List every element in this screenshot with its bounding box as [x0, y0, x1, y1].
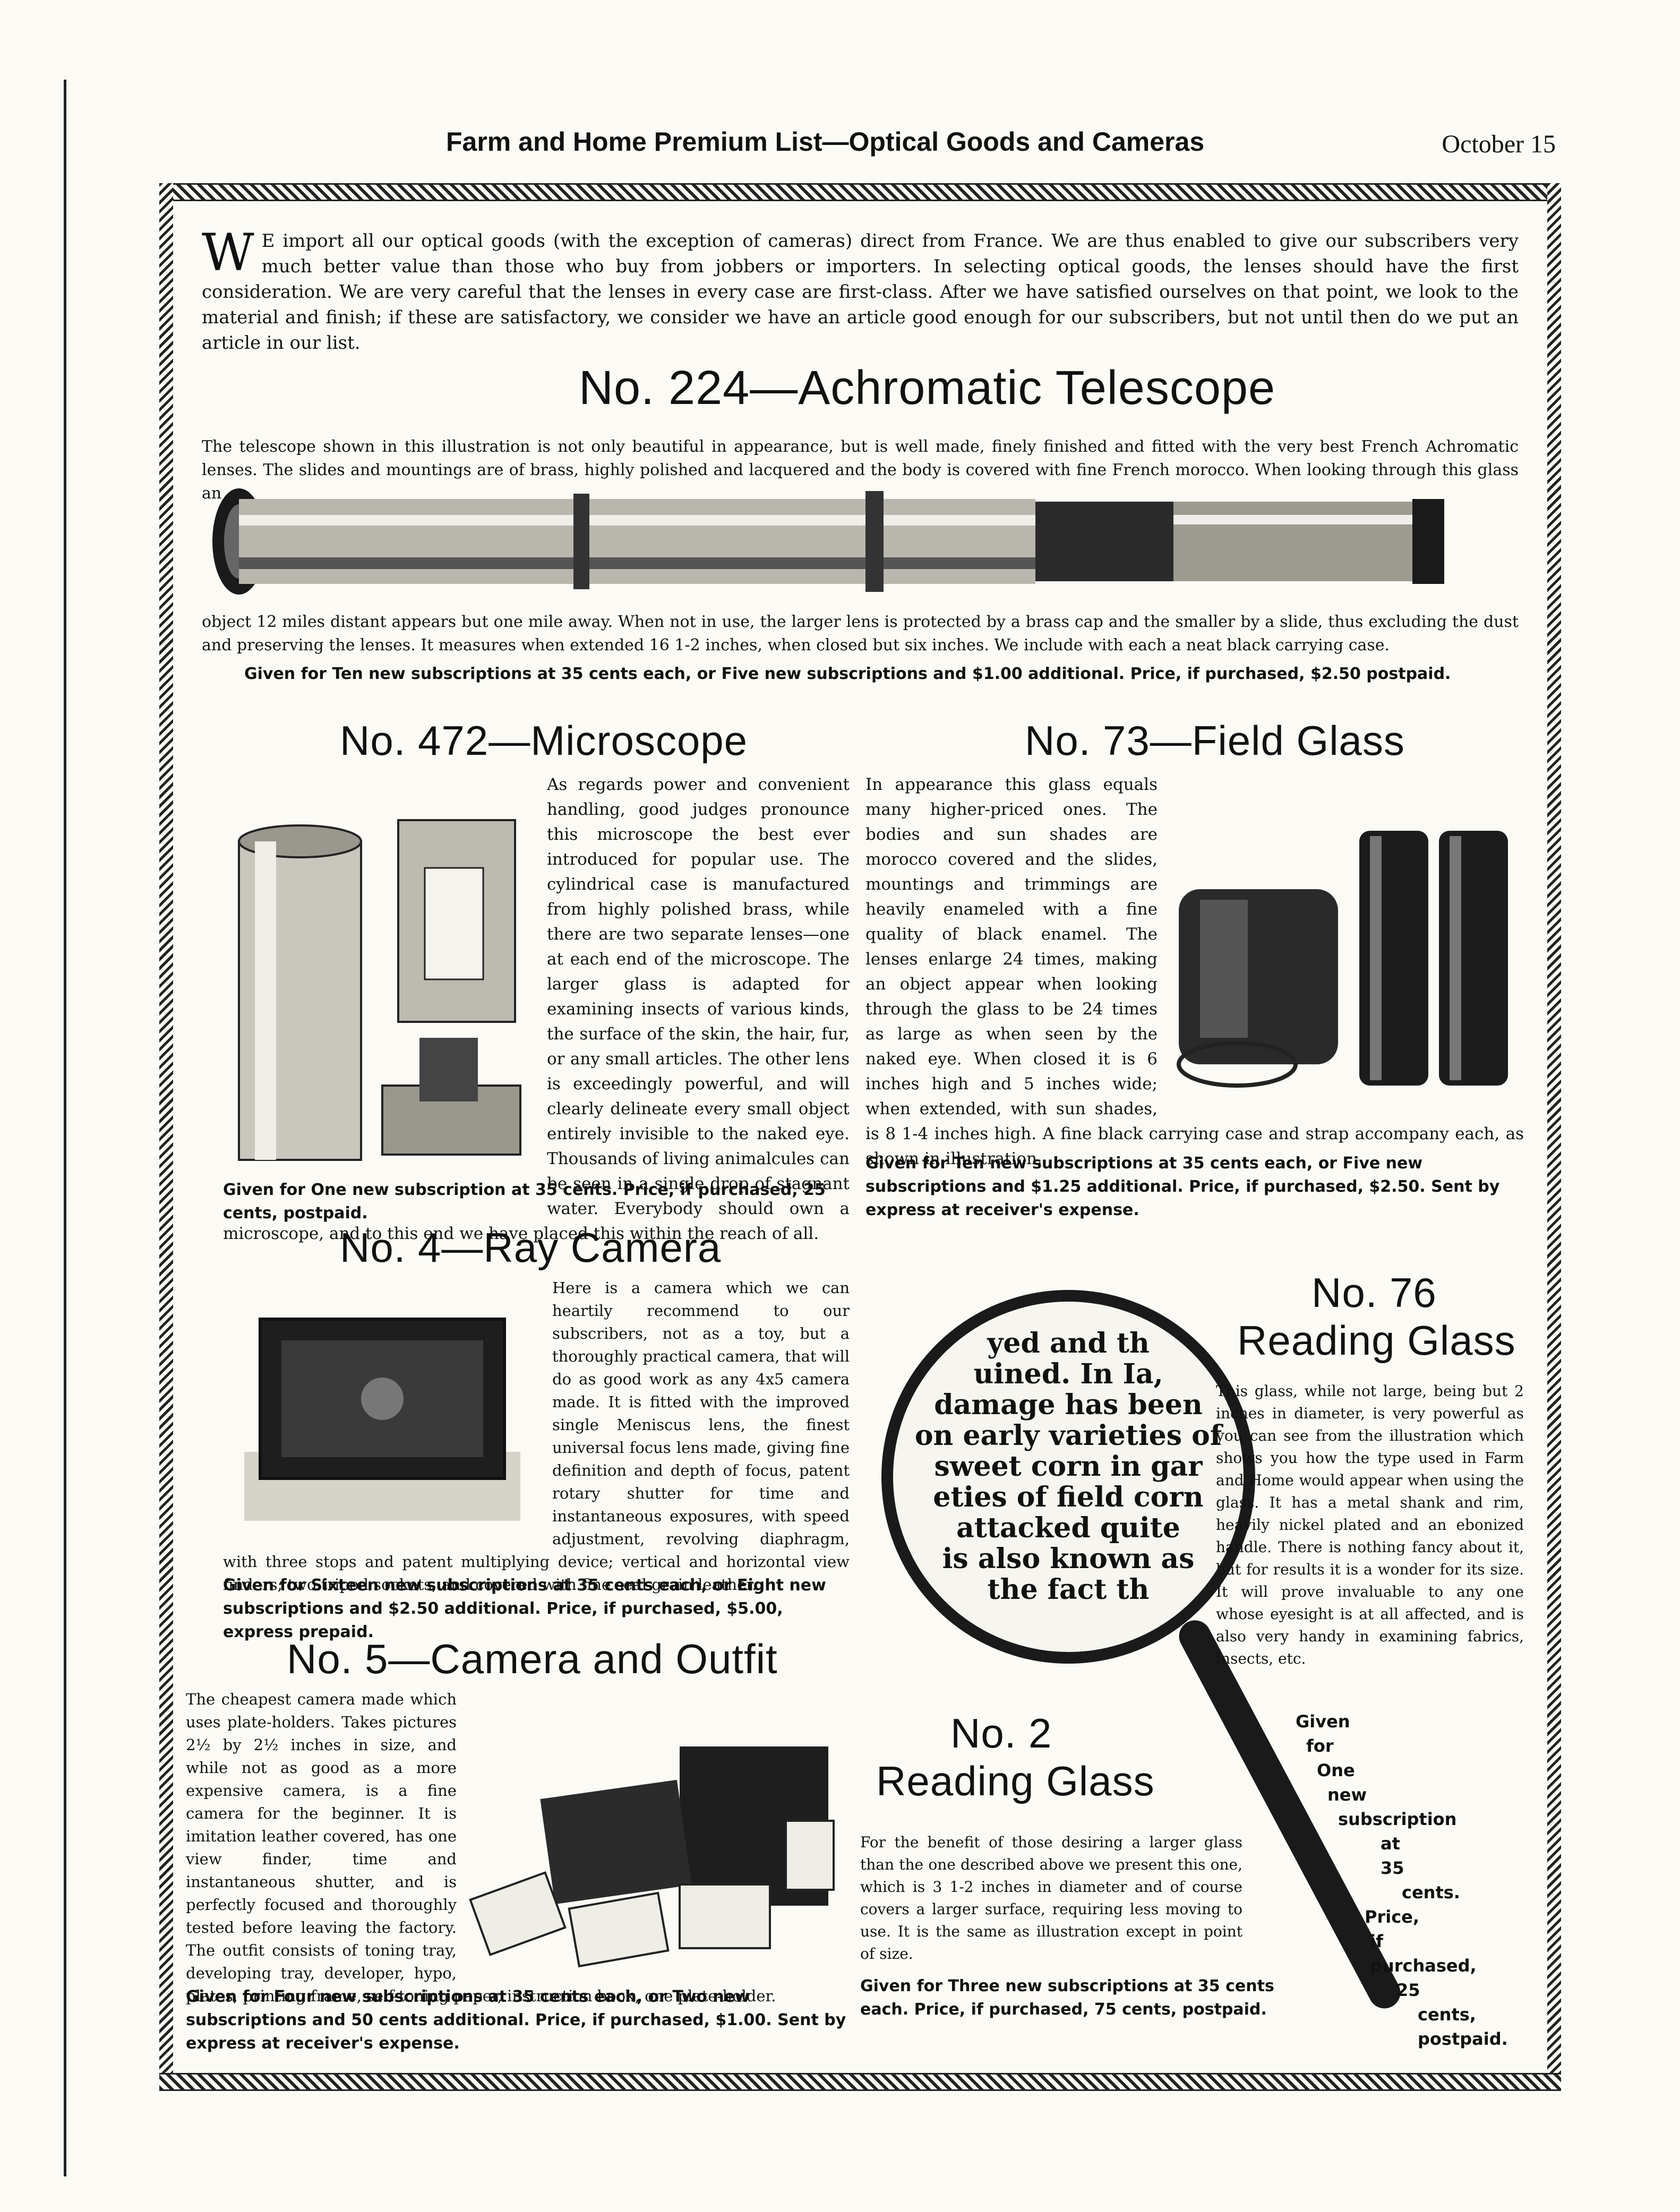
microscope-offer: Given for One new subscription at 35 cen…	[223, 1181, 826, 1223]
right-ornamental-rule	[1547, 183, 1561, 2089]
camera-outfit-offer: Given for Four new subscriptions at 35 c…	[186, 1987, 846, 2053]
top-ornamental-rule	[159, 183, 1561, 201]
reading-glass-2-text: For the benefit of those desiring a larg…	[860, 1834, 1242, 1963]
page-frame	[64, 80, 1606, 2176]
field-glass-illustration	[1177, 831, 1508, 1088]
ray-camera-offer: Given for Sixteen new subscriptions at 3…	[223, 1576, 826, 1641]
field-glass-heading: No. 73—Field Glass	[1025, 717, 1405, 764]
reading-glass-2-number: No. 2	[950, 1710, 1052, 1757]
camera-outfit-text-block: The cheapest camera made which uses plat…	[186, 1688, 850, 2008]
issue-date: October 15	[1442, 130, 1556, 158]
telescope-text-top: The telescope shown in this illustration…	[202, 437, 1519, 503]
microscope-text-block: As regards power and convenient handling…	[223, 772, 850, 1246]
microscope-heading: No. 472—Microscope	[340, 717, 748, 764]
camera-outfit-text: The cheapest camera made which uses plat…	[186, 1690, 776, 2005]
bottom-ornamental-rule	[159, 2073, 1561, 2091]
intro-text: E import all our optical goods (with the…	[202, 230, 1519, 354]
telescope-offer: Given for Ten new subscriptions at 35 ce…	[244, 665, 1451, 683]
magnifying-lens-illustration: yed and th uined. In Ia, damage has been…	[881, 1290, 1255, 1664]
ray-camera-text: Here is a camera which we can heartily r…	[223, 1279, 850, 1594]
ray-camera-illustration	[244, 1318, 520, 1521]
telescope-heading: No. 224—Achromatic Telescope	[579, 362, 1275, 415]
page-title: Farm and Home Premium List—Optical Goods…	[446, 127, 1205, 157]
reading-glass-2-heading: Reading Glass	[876, 1758, 1155, 1804]
ray-camera-text-block: Here is a camera which we can heartily r…	[223, 1277, 850, 1596]
field-glass-text: In appearance this glass equals many hig…	[865, 775, 1524, 1168]
field-glass-text-block: In appearance this glass equals many hig…	[865, 772, 1524, 1172]
camera-outfit-heading: No. 5—Camera and Outfit	[287, 1636, 778, 1682]
reading-glass-76-heading: Reading Glass	[1237, 1317, 1516, 1364]
reading-glass-76-text: This glass, while not large, being but 2…	[1216, 1382, 1524, 1667]
telescope-text-bottom: object 12 miles distant appears but one …	[202, 613, 1519, 655]
magnified-sample-text: yed and th uined. In Ia, damage has been…	[914, 1327, 1222, 1606]
reading-glass-2-offer: Given for Three new subscriptions at 35 …	[860, 1977, 1274, 2019]
intro-dropcap: W	[202, 223, 254, 282]
field-glass-offer: Given for Ten new subscriptions at 35 ce…	[865, 1154, 1500, 1219]
running-head: Farm and Home Premium List—Optical Goods…	[446, 126, 1604, 169]
intro-paragraph: W E import all our optical goods (with t…	[202, 223, 1519, 356]
left-ornamental-rule	[159, 183, 173, 2089]
reading-glass-76-number: No. 76	[1312, 1269, 1437, 1316]
ray-camera-heading: No. 4—Ray Camera	[340, 1224, 722, 1271]
microscope-illustration	[238, 819, 521, 1161]
camera-outfit-illustration	[469, 1746, 835, 1968]
reading-glass-76-offer: Given for One new subscription at 35 cen…	[1296, 1711, 1508, 2049]
telescope-illustration	[212, 488, 1444, 595]
microscope-text: As regards power and convenient handling…	[223, 775, 850, 1243]
